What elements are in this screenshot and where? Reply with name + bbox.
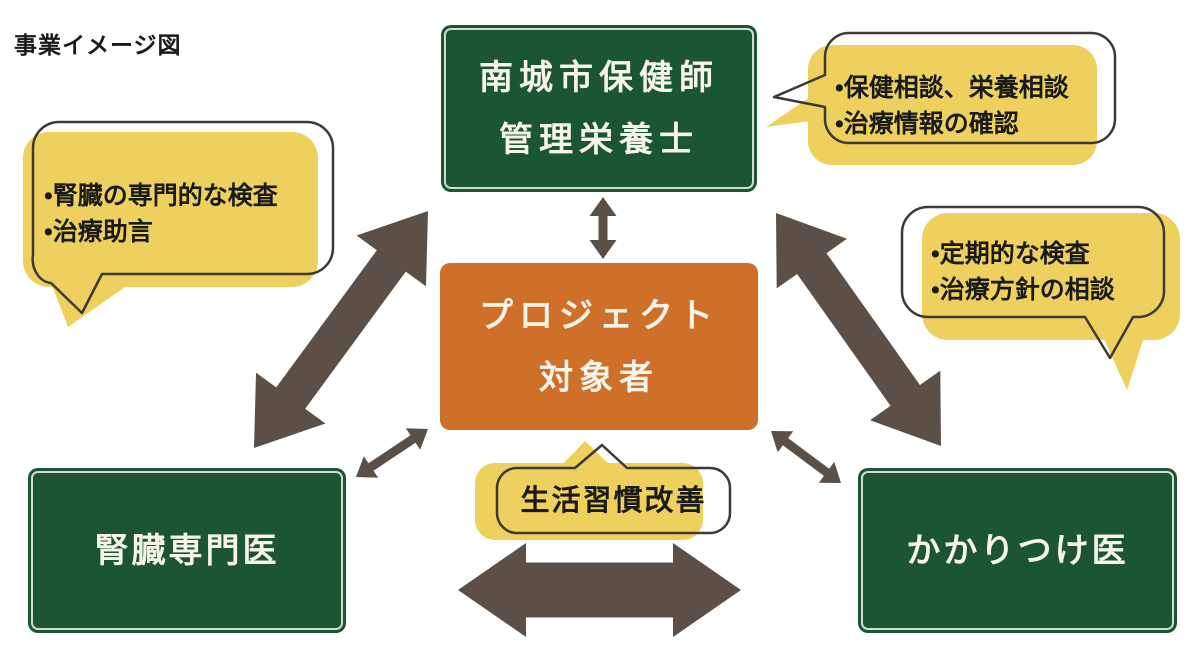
- bubble-lifestyle: 生活習慣改善: [460, 435, 760, 550]
- bubble-yellow-tail: [50, 280, 135, 327]
- arrow-specialist-doctor: [458, 543, 741, 637]
- node-family-doctor-label: かかりつけ医: [906, 531, 1129, 570]
- arrow-doctor-healthcenter: [776, 213, 941, 446]
- speech-bubble-icon: [900, 205, 1180, 390]
- bubble-specialist-support-line1: •腎臓の専門的な検査: [44, 182, 278, 210]
- bubble-specialist-support: •腎臓の専門的な検査 •治療助言: [15, 115, 360, 330]
- bubble-outline: [495, 443, 732, 535]
- arrow-doctor-target: [771, 431, 841, 483]
- speech-bubble-icon: [23, 120, 335, 327]
- speech-bubble-icon: [475, 441, 732, 540]
- node-health-center-line2: 管理栄養士: [499, 120, 699, 159]
- bubble-yellow-fill: [808, 45, 1097, 165]
- bubble-health-support-line2: •治療情報の確認: [835, 110, 1019, 138]
- bubble-yellow-fill: [475, 463, 703, 540]
- bubble-doctor-support-line2: •治療方針の相談: [931, 276, 1115, 304]
- arrow-specialist-healthcenter: [254, 211, 428, 448]
- bubble-specialist-support-line2: •治療助言: [44, 218, 153, 246]
- node-project-target: プロジェクト 対象者: [440, 263, 758, 430]
- arrow-specialist-target: [356, 428, 428, 478]
- bubble-yellow-tail: [766, 97, 810, 127]
- bubble-outline: [900, 205, 1166, 360]
- node-kidney-specialist-label: 腎臓専門医: [94, 531, 280, 570]
- bubble-health-support: •保健相談、栄養相談 •治療情報の確認: [760, 25, 1120, 175]
- speech-bubble-icon: [766, 31, 1117, 165]
- bubble-lifestyle-label: 生活習慣改善: [520, 485, 707, 517]
- node-health-center-line1: 南城市保健師: [479, 58, 719, 97]
- bubble-doctor-support-line1: •定期的な検査: [931, 240, 1090, 268]
- bubble-yellow-fill: [922, 213, 1180, 340]
- bubble-doctor-support: •定期的な検査 •治療方針の相談: [895, 200, 1200, 395]
- arrow-healthcenter-target: [589, 197, 617, 259]
- bubble-outline: [772, 31, 1117, 145]
- bubble-yellow-tail: [1100, 328, 1147, 390]
- node-project-target-line2: 対象者: [539, 358, 659, 397]
- bubble-outline: [31, 120, 335, 315]
- bubble-health-support-line1: •保健相談、栄養相談: [835, 74, 1069, 102]
- node-family-doctor: かかりつけ医: [858, 468, 1177, 633]
- page-title: 事業イメージ図: [14, 32, 182, 58]
- node-project-target-line1: プロジェクト: [479, 296, 719, 335]
- node-kidney-specialist: 腎臓専門医: [28, 468, 346, 633]
- node-health-center: 南城市保健師 管理栄養士: [441, 25, 757, 192]
- bubble-yellow-fill: [23, 132, 318, 287]
- node-inner-border: [444, 28, 754, 189]
- bubble-yellow-tail: [560, 441, 612, 467]
